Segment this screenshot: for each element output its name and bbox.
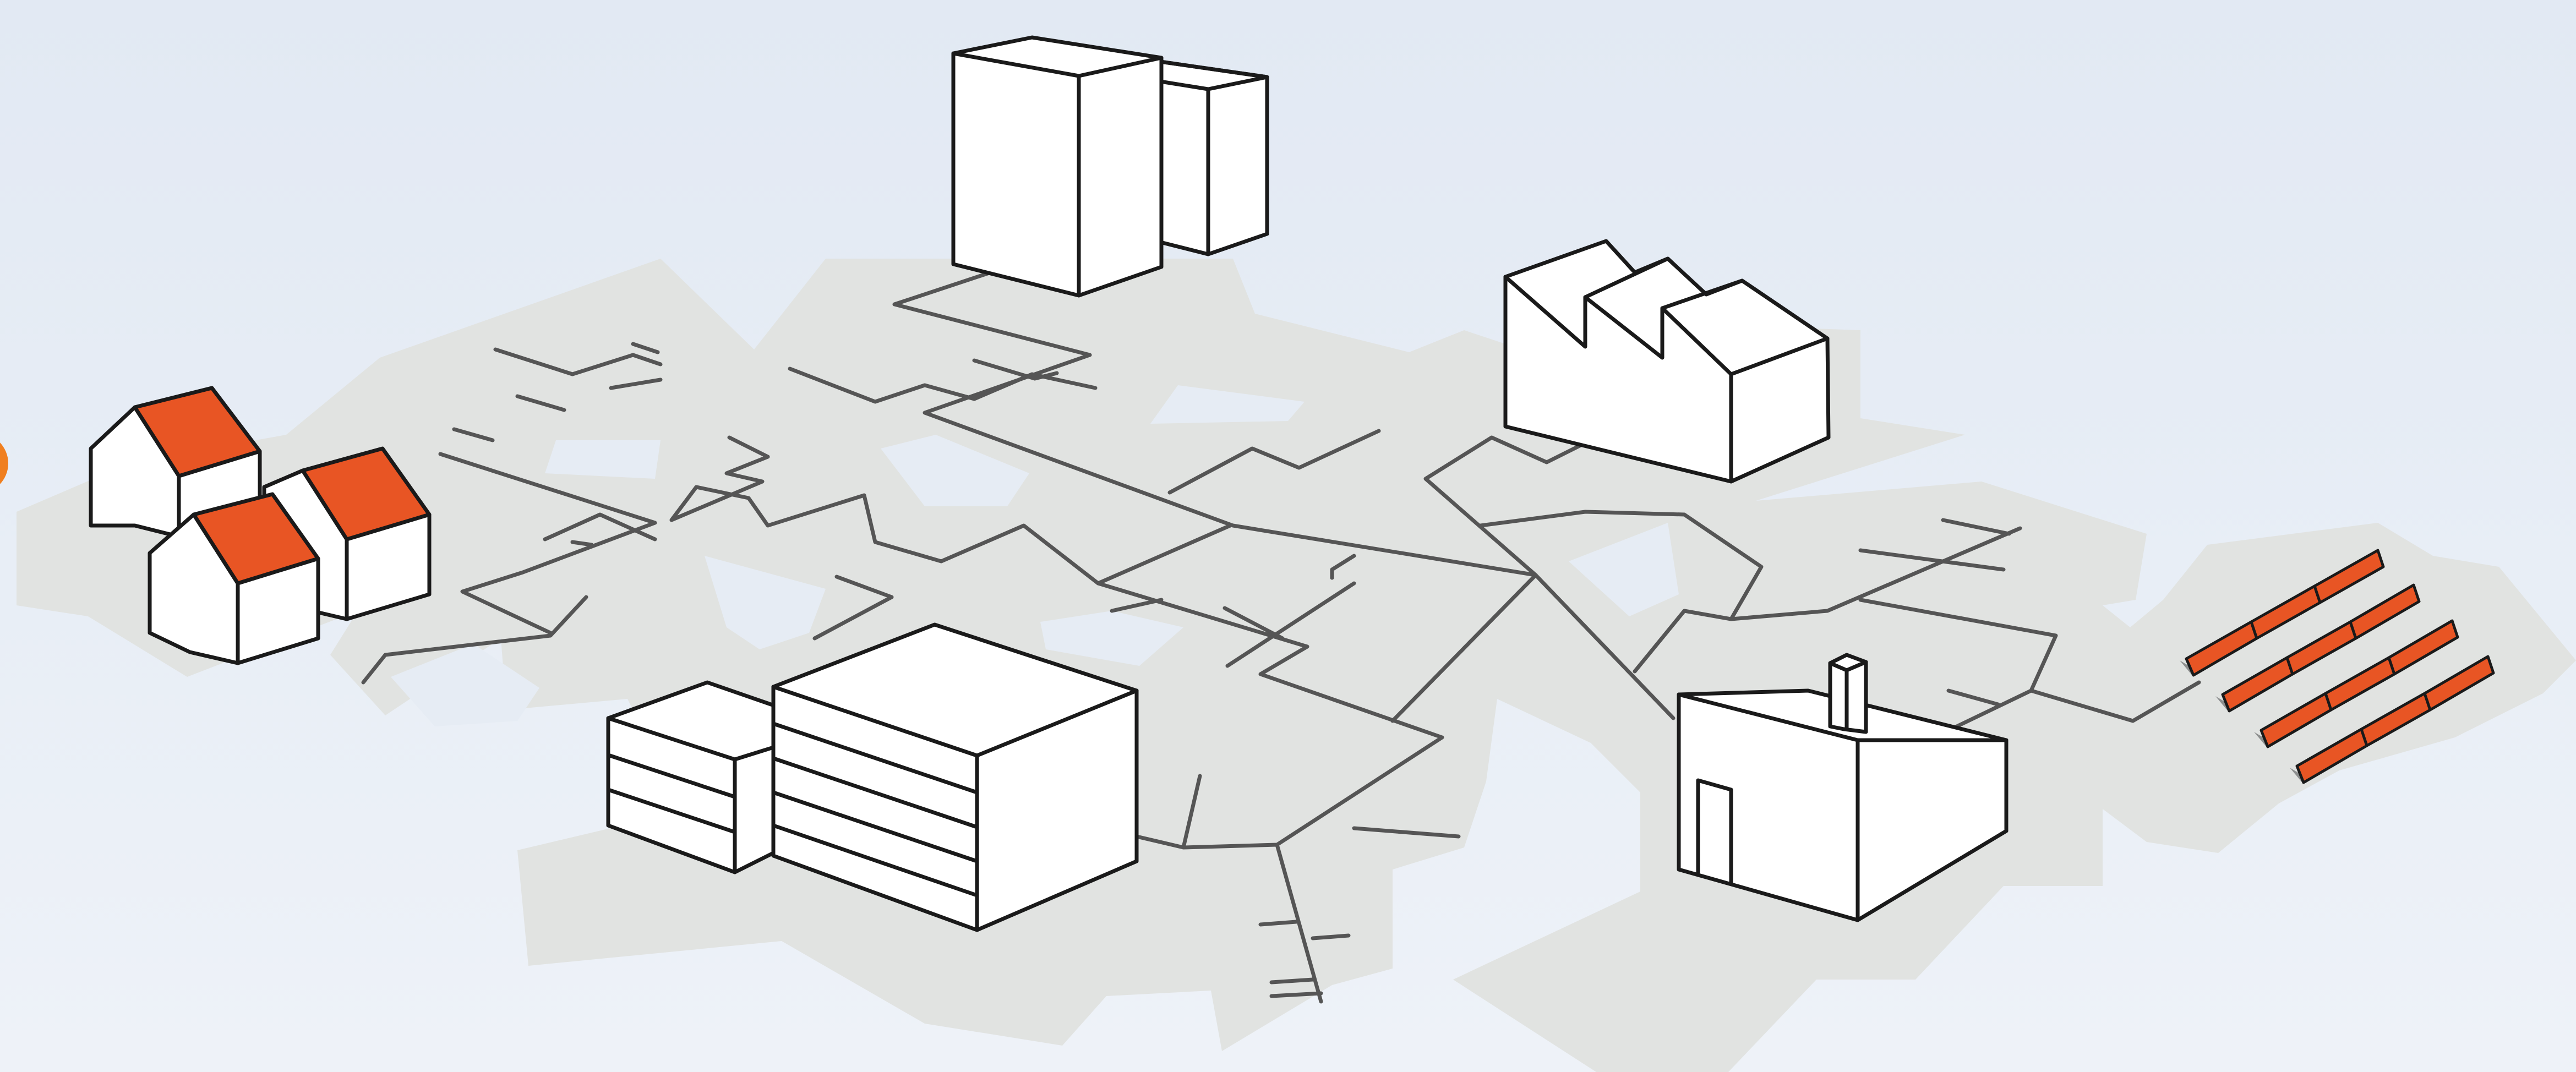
grid-stub-7 (1271, 980, 1313, 982)
chimney (1830, 655, 1866, 732)
edge-marker-icon (0, 433, 8, 494)
grid-stub-6 (1313, 936, 1349, 938)
tower-small (1160, 62, 1267, 254)
tower-building-icon (953, 37, 1267, 296)
grid-stub-5 (1260, 922, 1296, 925)
tower-large (953, 37, 1161, 296)
grid-stub-15 (572, 542, 592, 545)
grid-stub-16 (1271, 993, 1321, 996)
